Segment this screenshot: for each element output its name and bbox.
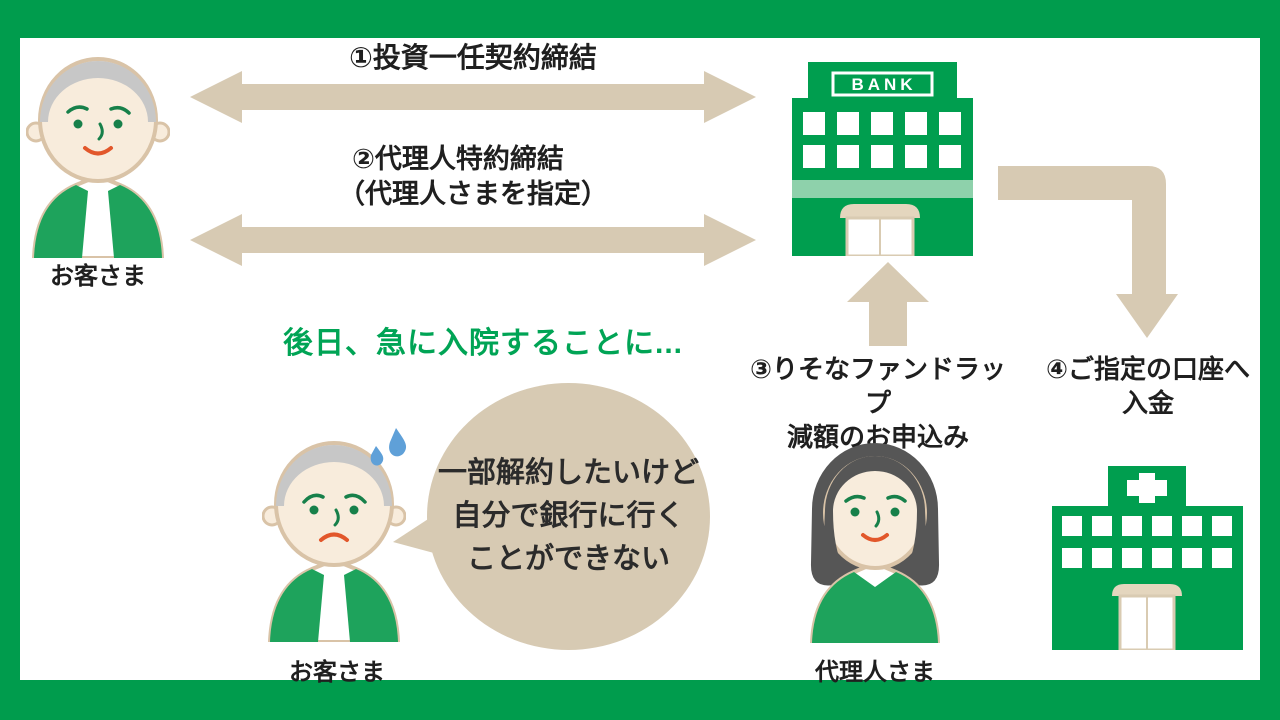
bank-sign-text: BANK (851, 75, 916, 94)
step3-line1: ③りそなファンドラップ (749, 354, 1006, 418)
arrow-step4 (998, 166, 1178, 338)
hospitalization-heading: 後日、急に入院することに... (283, 327, 684, 360)
worried-customer-illustration (262, 441, 406, 642)
arrow-step2 (190, 214, 756, 266)
bubble-line2: 自分で銀行に行く (452, 500, 685, 532)
gray-hair (40, 61, 156, 122)
step2-line1: ②代理人特約締結 (352, 144, 564, 174)
sweat-drops-icon (370, 428, 407, 466)
step2-line2: （代理人さまを指定） (338, 179, 608, 209)
step4-line2: 入金 (1121, 388, 1174, 418)
step4-line1: ④ご指定の口座へ (1045, 354, 1250, 384)
customer-illustration (26, 57, 170, 258)
gray-hair (276, 445, 392, 506)
bubble-line1: 一部解約したいけど (437, 457, 699, 489)
bank-building-icon: BANK (792, 62, 973, 256)
agent-label: 代理人さま (815, 659, 935, 686)
customer-top-label: お客さま (50, 263, 146, 290)
speech-bubble: 一部解約したいけど 自分で銀行に行く ことができない (427, 383, 710, 650)
step2-label: ②代理人特約締結 （代理人さまを指定） (338, 142, 608, 212)
hospital-building-icon (1052, 466, 1243, 650)
step4-label: ④ご指定の口座へ 入金 (1032, 352, 1264, 420)
hospital-windows (1062, 516, 1232, 568)
arrow-step1 (190, 71, 756, 123)
hospital-cross-icon (1127, 473, 1167, 503)
step1-label: ①投資一任契約締結 (349, 42, 597, 73)
bank-windows (803, 112, 961, 168)
bubble-line3: ことができない (466, 543, 670, 575)
customer-bottom-label: お客さま (289, 659, 385, 686)
agent-illustration (810, 443, 940, 643)
arrow-step3 (847, 262, 929, 346)
